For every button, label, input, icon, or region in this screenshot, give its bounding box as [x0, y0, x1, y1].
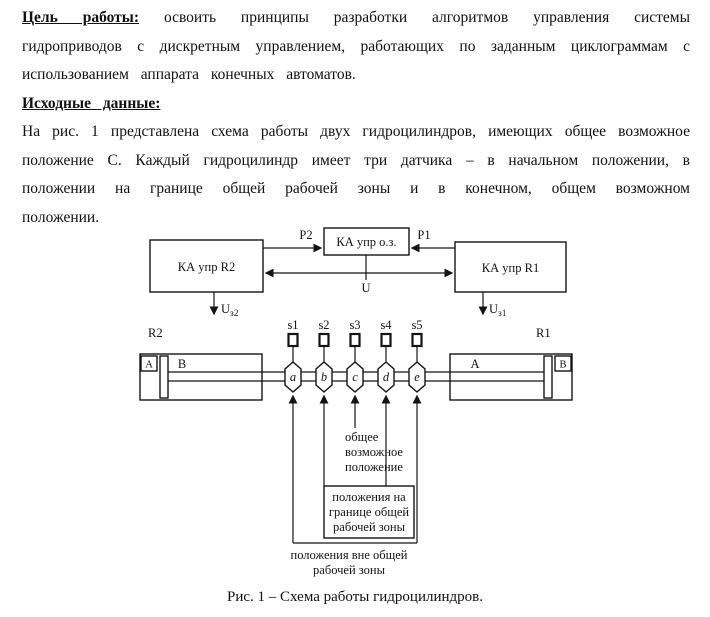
- cylinder-r1-label: R1: [536, 326, 551, 340]
- sensor-icon: [287, 332, 299, 348]
- cylinder-r1: [449, 353, 573, 401]
- node-label-e: e: [414, 370, 420, 384]
- uz2-label: U: [221, 302, 230, 316]
- cylinder-ports: А В А В: [140, 355, 572, 372]
- controller-common-label: КА упр о.з.: [336, 235, 396, 249]
- sensor-label-s4: s4: [380, 318, 392, 332]
- annotation-outside-positions: положения вне общей рабочей зоны: [291, 548, 408, 577]
- uz2-subscript: з2: [230, 309, 239, 319]
- cylinder-r2-label: R2: [148, 326, 163, 340]
- position-node-e: [408, 361, 426, 393]
- position-node-a: [284, 361, 302, 393]
- node-label-b: b: [321, 370, 327, 384]
- position-node-c: [346, 361, 364, 393]
- uz1-label: U: [489, 302, 498, 316]
- uz1-output: Uз1: [478, 292, 507, 319]
- position-node-d: [377, 361, 395, 393]
- controller-common-zone-box: КА упр о.з.: [323, 227, 410, 256]
- text-block: Цель работы: освоить принципы разработки…: [22, 4, 690, 232]
- sensor-icon: [318, 332, 330, 348]
- goal-text: освоить принципы разработки алгоритмов у…: [22, 9, 691, 83]
- annotation-common-position: общее возможное положение: [345, 430, 403, 474]
- sensor-icon: [349, 332, 361, 348]
- annotation-common-line3: положение: [345, 460, 403, 474]
- port-b-left-label: В: [178, 357, 186, 371]
- position-nodes: a b c d e: [284, 361, 426, 393]
- sensor-label-s5: s5: [411, 318, 422, 332]
- node-label-a: a: [290, 370, 296, 384]
- annotation-common-line1: общее: [345, 430, 379, 444]
- controller-signal-lines: [263, 243, 455, 280]
- uz2-output: Uз2: [209, 292, 239, 319]
- sensor-label-s1: s1: [287, 318, 298, 332]
- svg-text:Uз1: Uз1: [489, 302, 507, 319]
- annotation-outside-line2: рабочей зоны: [313, 563, 386, 577]
- node-label-c: c: [352, 370, 358, 384]
- controller-r1-box: КА упр R1: [454, 241, 567, 293]
- uz1-subscript: з1: [498, 309, 507, 319]
- annotation-boundary-line2: границе общей: [329, 505, 409, 519]
- paragraph-description: На рис. 1 представлена схема работы двух…: [22, 123, 690, 226]
- controller-r2-label: КА упр R2: [178, 260, 235, 274]
- position-node-b: [315, 361, 333, 393]
- controller-r1-label: КА упр R1: [482, 261, 539, 275]
- annotation-boundary-line1: положения на: [332, 490, 406, 504]
- svg-text:Uз2: Uз2: [221, 302, 239, 319]
- port-b-right-label: В: [559, 360, 566, 371]
- heading-goal: Цель работы:: [22, 9, 140, 26]
- sensor-icon: [411, 332, 423, 348]
- sensor-label-s2: s2: [318, 318, 329, 332]
- heading-data: Исходные данные:: [22, 94, 161, 112]
- sensor-label-s3: s3: [349, 318, 360, 332]
- port-box-right: [554, 355, 572, 372]
- port-a-left-label: А: [145, 360, 153, 371]
- piston-right: [543, 355, 553, 399]
- piston-left: [159, 355, 169, 399]
- signal-u-label: U: [361, 281, 370, 295]
- cylinder-r2: [139, 353, 263, 401]
- paragraph-data-heading: Исходные данные:: [22, 90, 690, 119]
- signal-p1-label: P1: [417, 228, 430, 242]
- annotation-boundary-positions: положения на границе общей рабочей зоны: [323, 485, 415, 539]
- controller-r2-box: КА упр R2: [149, 239, 264, 293]
- port-box-left: [140, 355, 158, 372]
- annotation-common-line2: возможное: [345, 445, 403, 459]
- paragraph-goal: Цель работы: освоить принципы разработки…: [22, 4, 690, 90]
- sensor-icon: [380, 332, 392, 348]
- node-label-d: d: [383, 370, 390, 384]
- annotation-lines: [288, 394, 422, 544]
- figure-caption: Рис. 1 – Схема работы гидроцилиндров.: [227, 589, 483, 605]
- signal-p2-label: P2: [299, 228, 312, 242]
- annotation-boundary-line3: рабочей зоны: [333, 520, 406, 534]
- port-a-right-label: А: [470, 357, 479, 371]
- annotation-outside-line1: положения вне общей: [291, 548, 408, 562]
- sensors: s1 s2 s3 s4 s5: [287, 318, 423, 362]
